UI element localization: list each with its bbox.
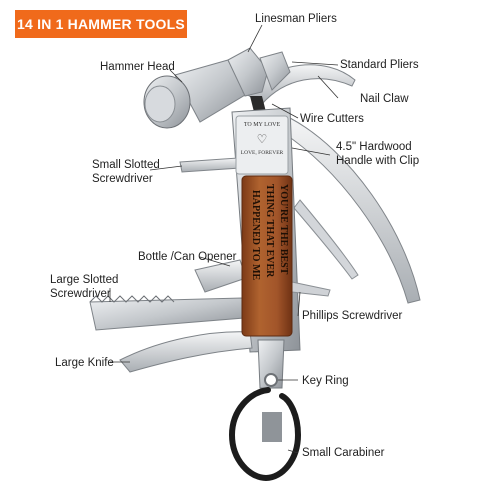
label-handle-line2: Handle with Clip [336, 155, 420, 167]
wood-engraving-line2: THING THAT EVER [264, 184, 275, 278]
label-carabiner: Small Carabiner [302, 447, 385, 459]
carabiner [228, 387, 302, 482]
label-bottle-opener: Bottle /Can Opener [138, 251, 237, 263]
title-badge: 14 IN 1 HAMMER TOOLS [15, 10, 187, 38]
label-wire-cutters: Wire Cutters [300, 113, 364, 125]
wire-clip-arm [293, 199, 359, 280]
callout-lines [109, 24, 339, 454]
wood-handle [241, 175, 293, 337]
engraved-plate [235, 115, 289, 175]
label-phillips: Phillips Screwdriver [302, 310, 403, 322]
label-hammer-head: Hammer Head [100, 61, 175, 73]
plate-engraving-line1: TO MY LOVE [243, 122, 281, 128]
label-handle-line1: 4.5" Hardwood [336, 141, 412, 153]
label-large-knife: Large Knife [55, 357, 114, 369]
label-nail-claw: Nail Claw [360, 93, 409, 105]
label-key-ring: Key Ring [302, 375, 349, 387]
wood-engraving-line1: YOU'RE THE BEST [278, 184, 289, 275]
key-ring-bail [257, 339, 285, 389]
saw-teeth [89, 295, 175, 303]
large-knife-blade [119, 331, 253, 373]
label-large-slotted-line1: Large Slotted [50, 274, 119, 286]
plier-handle-arm [281, 117, 421, 304]
label-standard-pliers: Standard Pliers [340, 59, 419, 71]
key-ring [264, 373, 278, 387]
label-linesman-pliers: Linesman Pliers [255, 13, 337, 25]
wood-engraving-line3: HAPPENED TO ME [250, 190, 261, 281]
pliers-jaws [227, 47, 291, 112]
small-slotted-screwdriver-blade [179, 157, 241, 173]
hammer-head [143, 59, 246, 129]
bottle-opener-blade [194, 259, 247, 293]
heart-icon: ♡ [256, 132, 268, 146]
carabiner-label-plate [262, 412, 282, 442]
large-slotted-screwdriver-blade [89, 297, 245, 331]
label-large-slotted-line2: Screwdriver [50, 288, 111, 300]
label-small-slotted-line2: Screwdriver [92, 173, 153, 185]
plate-engraving-line2: LOVE, FOREVER [240, 150, 284, 156]
wood-engraving: YOU'RE THE BEST THING THAT EVER HAPPENED… [242, 176, 292, 336]
label-small-slotted-line1: Small Slotted [92, 159, 160, 171]
